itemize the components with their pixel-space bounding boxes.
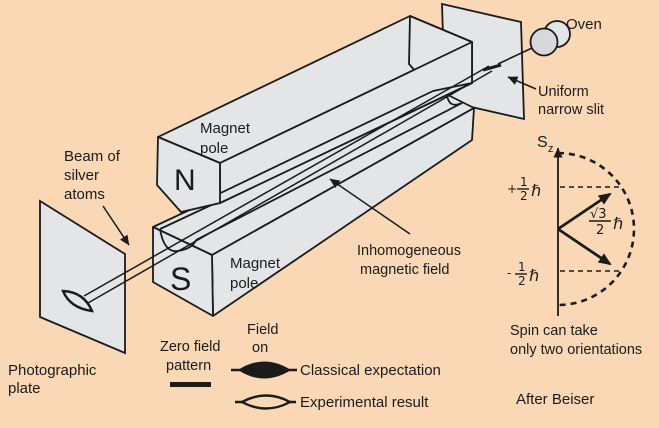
spin-caption-line1: Spin can take: [510, 323, 598, 339]
plus-half-hbar-label: + 1 2 ℏ: [507, 175, 541, 203]
groove-front-arc: [159, 228, 197, 252]
spin-semicircle: [557, 151, 636, 307]
field-label-line1: Inhomogeneous: [357, 243, 461, 259]
magnitude-hbar: ℏ: [613, 214, 623, 233]
field-label-line2: magnetic field: [360, 262, 449, 278]
spin-axis-subscript: z: [548, 143, 554, 155]
minus-hbar: ℏ: [529, 266, 539, 285]
classical-label: Classical expectation: [300, 362, 441, 379]
minus-sign: -: [507, 266, 511, 280]
magnet-pole-top-label-line2: pole: [200, 140, 228, 157]
oven: [497, 20, 571, 65]
photographic-plate: [39, 199, 126, 355]
north-pole-letter: N: [174, 164, 196, 197]
plate-label-line1: Photographic: [8, 362, 97, 379]
experimental-label: Experimental result: [300, 394, 429, 411]
slit-mark: [482, 63, 502, 72]
slit-label-line2: narrow slit: [538, 102, 604, 118]
minus-frac-numerator: 1: [518, 260, 526, 274]
north-pole-bar: [156, 15, 473, 213]
beam-label-line2: silver: [64, 167, 99, 184]
groove-right-edge: [195, 102, 463, 241]
field-on-label-line1: Field: [247, 322, 278, 338]
beam-label-arrow: [102, 205, 130, 246]
plus-hbar: ℏ: [531, 181, 541, 200]
legend-classical-shape: [238, 361, 291, 379]
slit-label-line1: Uniform: [538, 84, 589, 100]
credit-label: After Beiser: [516, 391, 594, 408]
magnet-pole-bottom-label-line1: Magnet: [230, 255, 281, 272]
spin-down-vector: [557, 227, 612, 266]
magnet-pole-bottom-label-line2: pole: [230, 275, 258, 292]
field-on-label-line2: on: [252, 340, 268, 356]
zero-field-bar: [170, 382, 211, 387]
legend: Zero field pattern Field on Classical ex…: [160, 322, 441, 411]
spin-diagram: S z + 1 2 ℏ - 1 2 ℏ √3 2 ℏ Spin can take…: [507, 134, 642, 408]
oven-front-face: [529, 27, 559, 57]
plus-frac-numerator: 1: [520, 175, 528, 189]
plate-pattern-almond: [61, 289, 94, 313]
field-label-arrow: [329, 178, 411, 235]
magnitude-label: √3 2 ℏ: [589, 207, 623, 238]
spin-up-vector: [557, 192, 612, 231]
minus-half-hbar-label: - 1 2 ℏ: [507, 260, 539, 288]
north-pole-front-face: [156, 136, 221, 213]
beam-line-upper: [83, 65, 490, 297]
south-pole-letter: S: [170, 261, 191, 297]
plate-label-line2: plate: [8, 380, 41, 397]
zero-field-label-line2: pattern: [166, 358, 211, 374]
oven-beam-line: [497, 47, 533, 65]
magnitude-denominator: 2: [596, 223, 604, 238]
plus-frac-denominator: 2: [520, 189, 528, 203]
zero-field-label-line1: Zero field: [160, 339, 220, 355]
beam-label-line1: Beam of: [64, 148, 121, 165]
minus-frac-denominator: 2: [518, 274, 526, 288]
beam-label-line3: atoms: [64, 186, 105, 203]
plus-sign: +: [507, 182, 517, 196]
slit-label-arrow: [507, 76, 537, 90]
spin-axis-label: S: [537, 134, 548, 151]
magnet-pole-top-label-line1: Magnet: [200, 120, 251, 137]
legend-experimental-shape: [239, 394, 293, 410]
magnitude-numerator: √3: [590, 207, 607, 222]
spin-caption-line2: only two orientations: [510, 342, 642, 358]
beam-line-lower: [87, 70, 493, 304]
oven-label: Oven: [566, 16, 602, 33]
